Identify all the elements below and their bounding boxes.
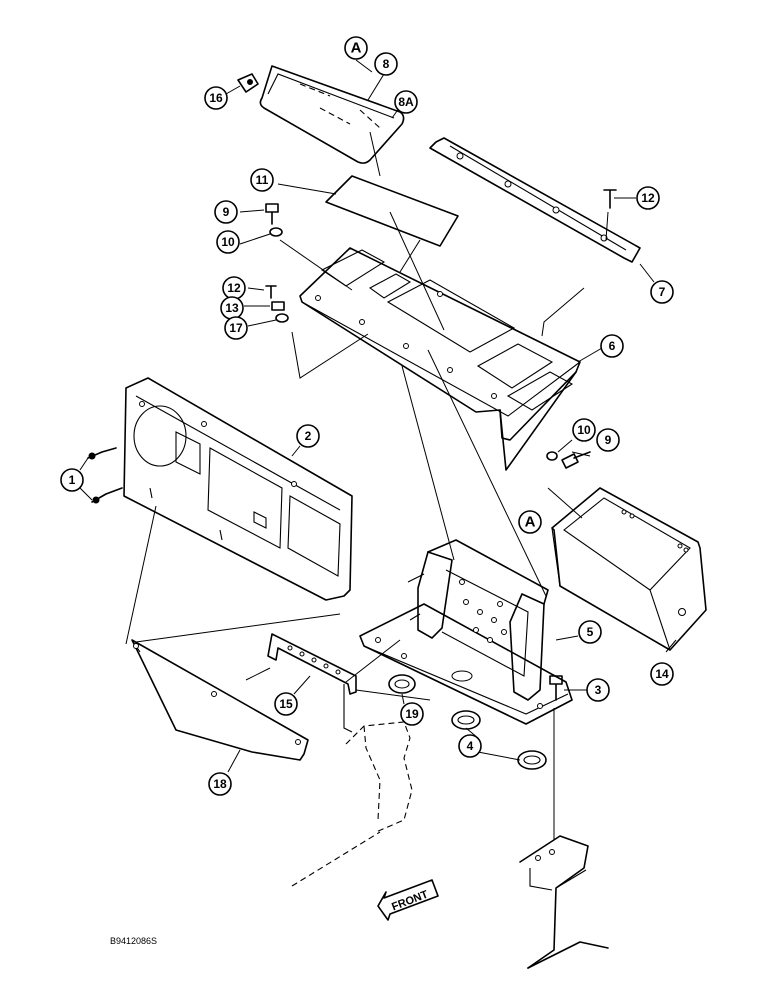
svg-text:1: 1 [69, 473, 76, 487]
svg-text:12: 12 [641, 191, 655, 205]
bracket-part-15 [267, 633, 357, 733]
callout-8a: 8A [394, 90, 418, 114]
callout-14: 14 [650, 662, 674, 686]
svg-text:14: 14 [655, 667, 669, 681]
svg-text:13: 13 [225, 301, 239, 315]
grommet-part-19 [388, 674, 416, 694]
callout-3: 3 [586, 678, 610, 702]
callout-16: 16 [204, 86, 228, 110]
callout-12-left: 12 [222, 276, 246, 300]
console-top-part-6 [299, 247, 581, 471]
callout-7: 7 [650, 280, 674, 304]
callout-9-lower: 9 [596, 428, 620, 452]
svg-text:17: 17 [229, 321, 243, 335]
cab-structure [291, 721, 609, 969]
svg-text:10: 10 [577, 423, 591, 437]
drawing-code: B9412086S [110, 936, 157, 946]
box-part-14 [551, 487, 707, 651]
frame-part-5 [359, 539, 573, 725]
callout-13: 13 [220, 296, 244, 320]
lid-part-8 [259, 65, 405, 164]
svg-text:2: 2 [305, 429, 312, 443]
callout-8: 8 [374, 52, 398, 76]
strip-part-7 [429, 137, 641, 263]
callout-17: 17 [224, 316, 248, 340]
callout-19: 19 [400, 702, 424, 726]
callout-5: 5 [578, 620, 602, 644]
svg-text:15: 15 [279, 697, 293, 711]
svg-text:8: 8 [383, 57, 390, 71]
svg-text:9: 9 [605, 433, 612, 447]
hardware [87, 73, 617, 701]
callout-6: 6 [600, 334, 624, 358]
svg-text:7: 7 [659, 285, 666, 299]
front-arrow: FRONT [377, 879, 439, 921]
callout-1: 1 [60, 468, 84, 492]
callout-2: 2 [296, 424, 320, 448]
pad-part-11 [325, 175, 459, 247]
svg-text:12: 12 [227, 281, 241, 295]
ref-a-top: A [344, 36, 368, 60]
svg-text:A: A [525, 514, 536, 531]
grommet-part-4 [451, 710, 547, 770]
callout-9-upper: 9 [214, 200, 238, 224]
callout-15: 15 [274, 692, 298, 716]
svg-text:11: 11 [256, 173, 269, 187]
ref-a-box: A [518, 510, 542, 534]
callout-10-lower: 10 [572, 418, 596, 442]
callout-12-right: 12 [636, 186, 660, 210]
callouts: A 8 8A 16 11 12 9 10 [60, 36, 674, 796]
callout-10-upper: 10 [216, 230, 240, 254]
svg-text:6: 6 [609, 339, 616, 353]
svg-text:A: A [351, 40, 362, 57]
svg-text:18: 18 [213, 777, 227, 791]
svg-text:4: 4 [467, 739, 474, 753]
leader-lines [79, 59, 677, 840]
svg-text:5: 5 [587, 625, 594, 639]
svg-text:19: 19 [405, 707, 419, 721]
cover-part-18 [131, 639, 309, 761]
svg-text:9: 9 [223, 205, 230, 219]
callout-11: 11 [250, 168, 274, 192]
panel-part-2 [123, 377, 353, 601]
callout-4: 4 [458, 734, 482, 758]
front-label: FRONT [390, 889, 430, 914]
svg-text:10: 10 [221, 235, 235, 249]
callout-18: 18 [208, 772, 232, 796]
svg-text:16: 16 [209, 91, 223, 105]
svg-text:3: 3 [595, 683, 602, 697]
svg-text:8A: 8A [398, 95, 414, 109]
